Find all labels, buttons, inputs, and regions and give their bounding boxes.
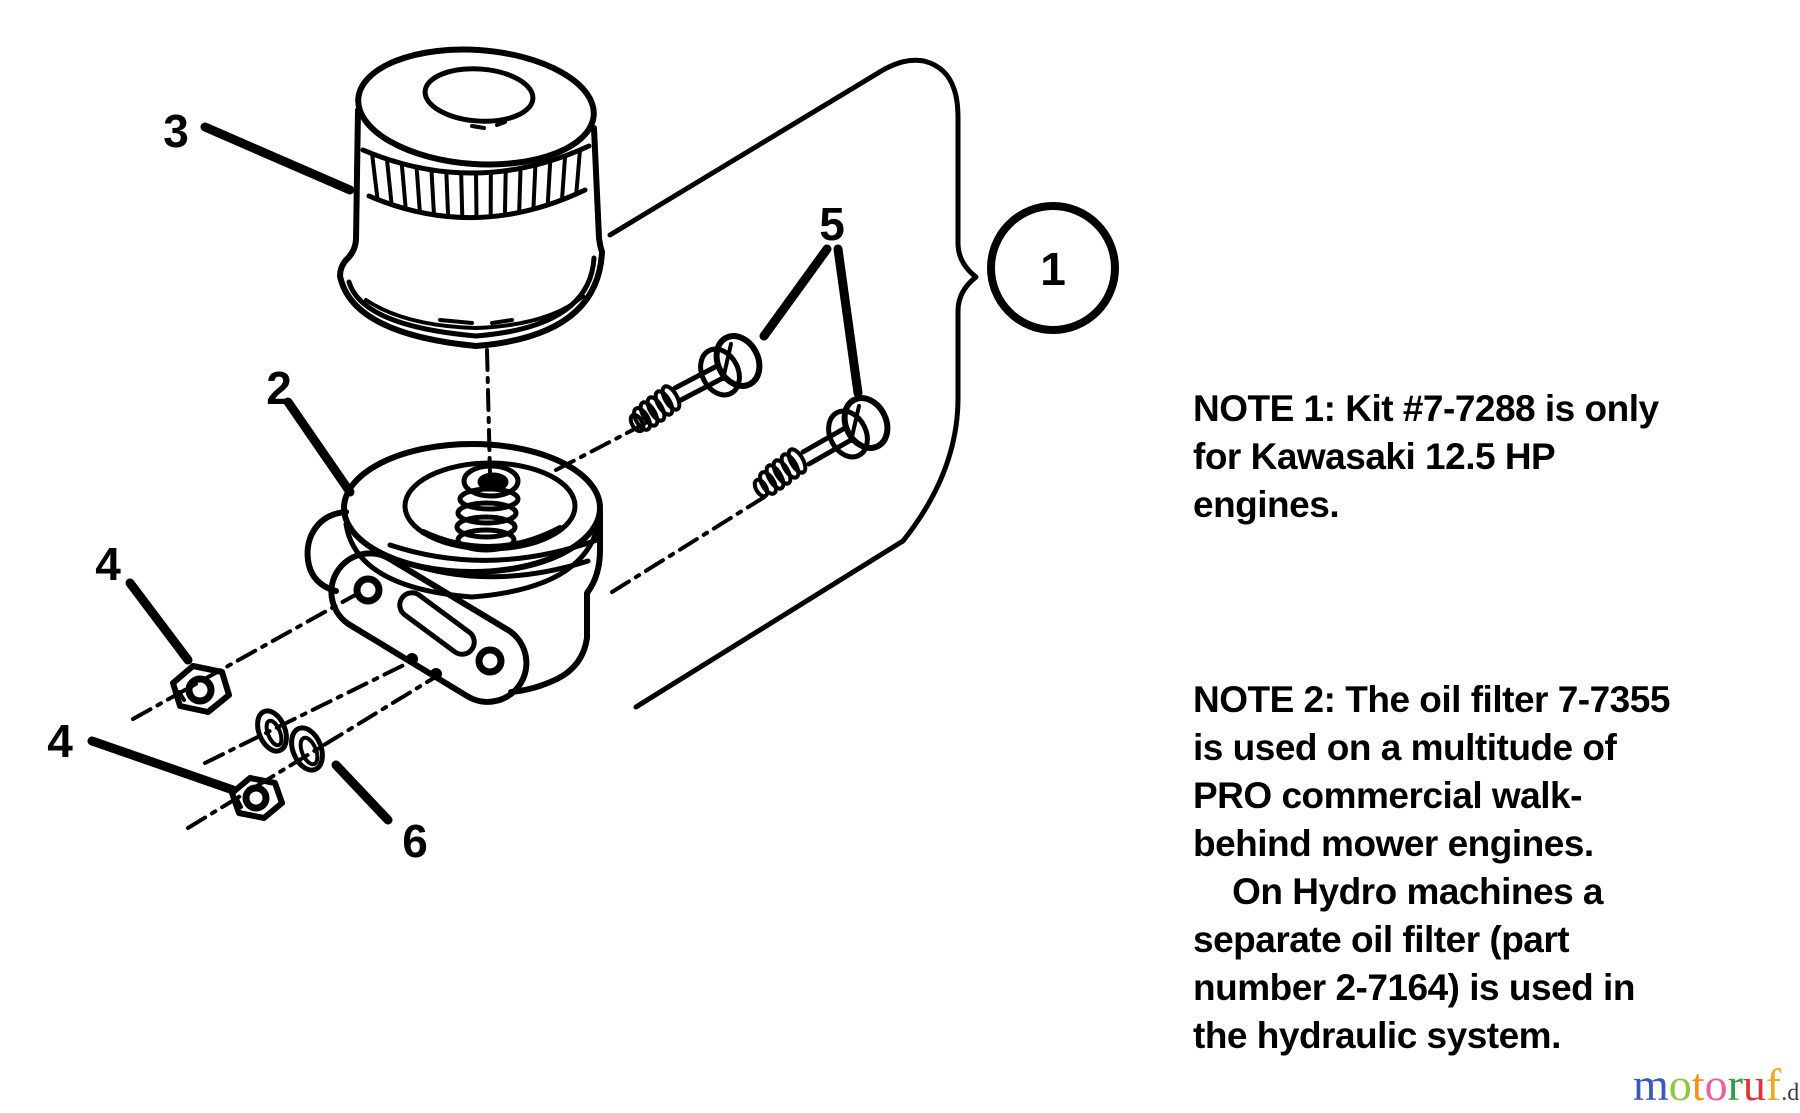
part-label-adapter: 2 bbox=[266, 362, 292, 414]
plate-slot bbox=[397, 590, 477, 657]
knurl-tick bbox=[474, 171, 479, 220]
note-2: NOTE 2: The oil filter 7-7355 is used on… bbox=[1193, 676, 1800, 1060]
threaded-nipple bbox=[454, 463, 521, 553]
logo-letter: f bbox=[1765, 1059, 1782, 1110]
hex-bolt-upper bbox=[628, 333, 763, 434]
knurl-ticks bbox=[370, 148, 582, 220]
hex-nut-upper bbox=[170, 663, 232, 715]
knurl-tick bbox=[574, 148, 582, 197]
logo-letter: r bbox=[1727, 1059, 1743, 1110]
note-2-line: behind mower engines. bbox=[1193, 823, 1594, 864]
leader-lines bbox=[87, 122, 863, 825]
motoruf-watermark-logo[interactable]: motoruf.de bbox=[1633, 1058, 1800, 1111]
note-2-line: separate oil filter (part bbox=[1193, 919, 1570, 960]
plate-hole-right bbox=[475, 646, 505, 676]
logo-letter: m bbox=[1633, 1059, 1669, 1110]
knurl-tick bbox=[399, 161, 408, 211]
knurl-tick bbox=[545, 158, 553, 207]
knurl-tick bbox=[429, 167, 436, 217]
note-1-line: NOTE 1: Kit #7-7288 is only bbox=[1193, 388, 1659, 429]
logo-letter: o bbox=[1704, 1059, 1728, 1110]
leader-part2 bbox=[283, 397, 355, 497]
logo-letter: u bbox=[1742, 1059, 1766, 1110]
leader-part3 bbox=[200, 122, 355, 195]
logo-letter: t bbox=[1691, 1059, 1705, 1110]
leader-part5-left bbox=[759, 244, 832, 341]
plate-hole-left bbox=[353, 575, 383, 605]
note-2-line: the hydraulic system. bbox=[1193, 1015, 1561, 1056]
part-label-bolts: 5 bbox=[819, 198, 845, 250]
logo-letter: o bbox=[1668, 1059, 1692, 1110]
leader-part4-lower bbox=[87, 736, 238, 795]
filter-adapter-housing bbox=[304, 441, 603, 695]
part-label-filter: 3 bbox=[163, 105, 189, 157]
hex-bolt-lower bbox=[752, 395, 891, 499]
leader-part4-upper bbox=[125, 578, 193, 665]
part-label-oring: 6 bbox=[402, 815, 428, 867]
knurl-tick bbox=[414, 165, 422, 215]
knurl-tick bbox=[531, 163, 538, 212]
note-2-line: PRO commercial walk- bbox=[1193, 775, 1582, 816]
knurl-tick bbox=[370, 151, 380, 202]
note-1-line: for Kawasaki 12.5 HP bbox=[1193, 436, 1556, 477]
note-1-line: engines. bbox=[1193, 484, 1340, 525]
leader-part5-right bbox=[833, 244, 863, 398]
filter-axis-centerline bbox=[485, 348, 492, 476]
knurl-tick bbox=[444, 169, 451, 219]
part-label-nut-upper: 4 bbox=[95, 538, 121, 590]
note-1: NOTE 1: Kit #7-7288 is only for Kawasaki… bbox=[1193, 385, 1800, 529]
note-2-line: is used on a multitude of bbox=[1193, 727, 1617, 768]
leader-part6 bbox=[331, 760, 393, 825]
knurl-tick bbox=[459, 170, 465, 220]
oil-filter-canister bbox=[337, 46, 605, 349]
mounting-plate bbox=[328, 550, 530, 705]
motoruf-tld: .de bbox=[1781, 1080, 1800, 1106]
part-label-nut-lower: 4 bbox=[47, 715, 73, 767]
motoruf-wordmark: motoruf bbox=[1633, 1059, 1781, 1110]
kit-callout-number: 1 bbox=[1040, 243, 1066, 295]
knurl-tick bbox=[502, 168, 508, 218]
assembly-axis-lines bbox=[131, 419, 768, 830]
knurl-tick bbox=[517, 166, 523, 215]
kit-callout-circle bbox=[987, 202, 1119, 334]
knurl-tick bbox=[384, 157, 394, 207]
note-2-line: NOTE 2: The oil filter 7-7355 bbox=[1193, 679, 1670, 720]
knurl-tick bbox=[559, 153, 568, 202]
note-2-line: On Hydro machines a bbox=[1193, 871, 1604, 912]
kit-grouping-bracket bbox=[607, 57, 979, 710]
note-2-line: number 2-7164) is used in bbox=[1193, 967, 1635, 1008]
